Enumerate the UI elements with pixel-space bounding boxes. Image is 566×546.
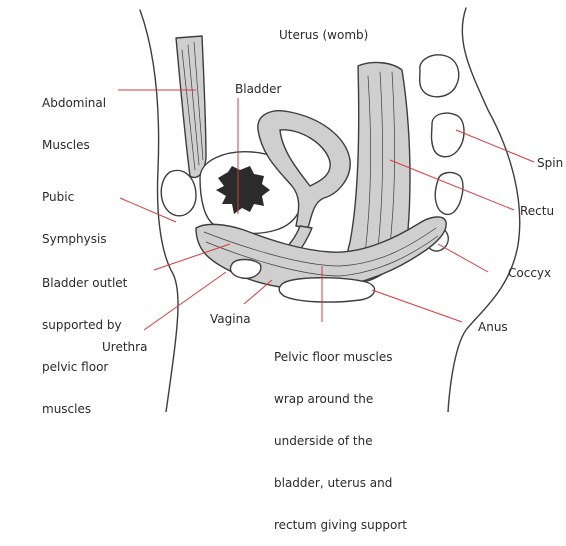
label-abdominal-muscles: Abdominal Muscles (42, 68, 106, 166)
label-outlet-line1: Bladder outlet (42, 276, 127, 290)
label-uterus: Uterus (womb) (279, 28, 368, 42)
label-rectum: Rectu (520, 204, 554, 218)
label-pelvic-line2: wrap around the (274, 392, 407, 406)
label-pelvic-floor: Pelvic floor muscles wrap around the und… (274, 322, 407, 546)
label-pelvic-line1: Pelvic floor muscles (274, 350, 407, 364)
body-back-outline (448, 8, 520, 412)
leader-spine (456, 130, 534, 162)
label-outlet-line3: pelvic floor (42, 360, 127, 374)
leader-vagina (244, 280, 272, 304)
label-bladder: Bladder (235, 82, 281, 96)
label-pelvic-line3: underside of the (274, 434, 407, 448)
label-bladder-outlet: Bladder outlet supported by pelvic floor… (42, 248, 127, 430)
label-pelvic-line4: bladder, uterus and (274, 476, 407, 490)
pubic-symphysis (161, 170, 196, 215)
label-anus: Anus (478, 320, 508, 334)
label-coccyx: Coccyx (508, 266, 551, 280)
leader-anus (372, 290, 462, 322)
abdominal-muscles (176, 36, 206, 177)
label-urethra: Urethra (102, 340, 147, 354)
label-abdominal-line1: Abdominal (42, 96, 106, 110)
label-outlet-line2: supported by (42, 318, 127, 332)
vertebra (432, 113, 465, 157)
label-pubic-line2: Symphysis (42, 232, 107, 246)
label-pubic-symphysis: Pubic Symphysis (42, 162, 107, 260)
label-outlet-line4: muscles (42, 402, 127, 416)
label-spine: Spin (537, 156, 563, 170)
leader-coccyx (438, 244, 488, 272)
label-pelvic-line5: rectum giving support (274, 518, 407, 532)
label-pubic-line1: Pubic (42, 190, 107, 204)
label-abdominal-line2: Muscles (42, 138, 106, 152)
anal-sphincter (279, 278, 374, 302)
vertebra (435, 173, 463, 215)
label-vagina: Vagina (210, 312, 251, 326)
urethral-opening-tissue (230, 260, 260, 279)
vertebra (420, 55, 459, 97)
